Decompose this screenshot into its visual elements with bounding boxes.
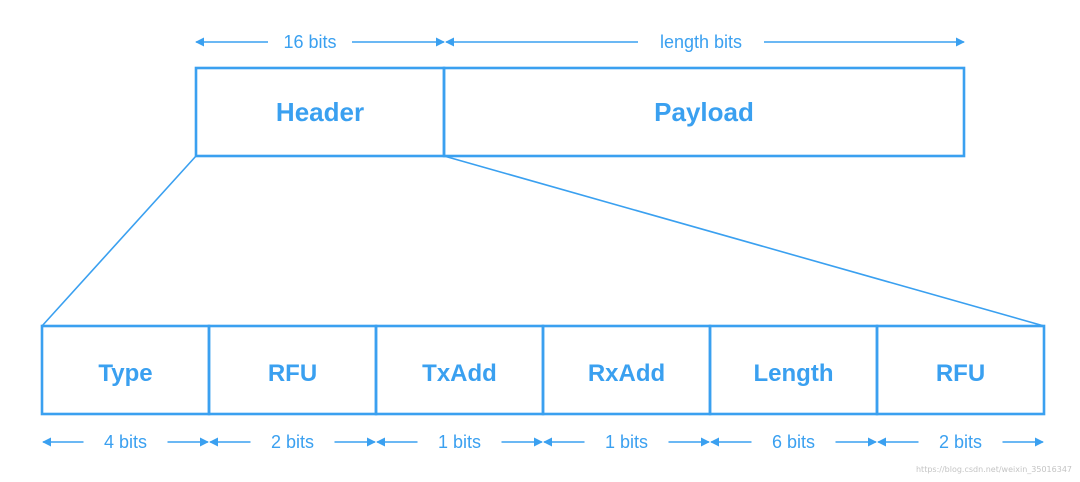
- field-bits-label-rxadd-3: 1 bits: [605, 432, 648, 452]
- packet-boxes: Header Payload: [194, 66, 966, 158]
- header-box-label: Header: [276, 97, 364, 127]
- payload-box: [442, 66, 966, 158]
- field-bits-label-txadd-2: 1 bits: [438, 432, 481, 452]
- payload-width-label: length bits: [660, 32, 742, 52]
- header-field-dimensions: 4 bits 2 bits 1 bits 1 bits 6 bits 2 bits: [42, 432, 1044, 452]
- field-bits-label-rfu-1: 2 bits: [271, 432, 314, 452]
- header-field-boxes: Type RFU TxAdd RxAdd Length RFU: [40, 324, 1046, 416]
- watermark: https://blog.csdn.net/weixin_35016347: [915, 465, 1072, 474]
- field-label-txadd-2: TxAdd: [422, 360, 497, 387]
- expansion-lines: [41, 155, 1045, 327]
- field-label-rxadd-3: RxAdd: [588, 360, 665, 387]
- field-bits-label-rfu-5: 2 bits: [939, 432, 982, 452]
- field-bits-label-type-0: 4 bits: [104, 432, 147, 452]
- header-width-dimension: 16 bits: [195, 32, 445, 52]
- expansion-line-right: [443, 155, 1045, 327]
- field-label-length-4: Length: [754, 360, 834, 387]
- field-label-rfu-5: RFU: [936, 360, 985, 387]
- field-label-rfu-1: RFU: [268, 360, 317, 387]
- header-width-label: 16 bits: [283, 32, 336, 52]
- field-box-rfu-5: [875, 324, 1046, 416]
- field-bits-label-length-4: 6 bits: [772, 432, 815, 452]
- expansion-line-left: [41, 155, 197, 327]
- payload-width-dimension: length bits: [445, 32, 965, 52]
- payload-box-label: Payload: [654, 97, 754, 127]
- field-label-type-0: Type: [98, 360, 152, 387]
